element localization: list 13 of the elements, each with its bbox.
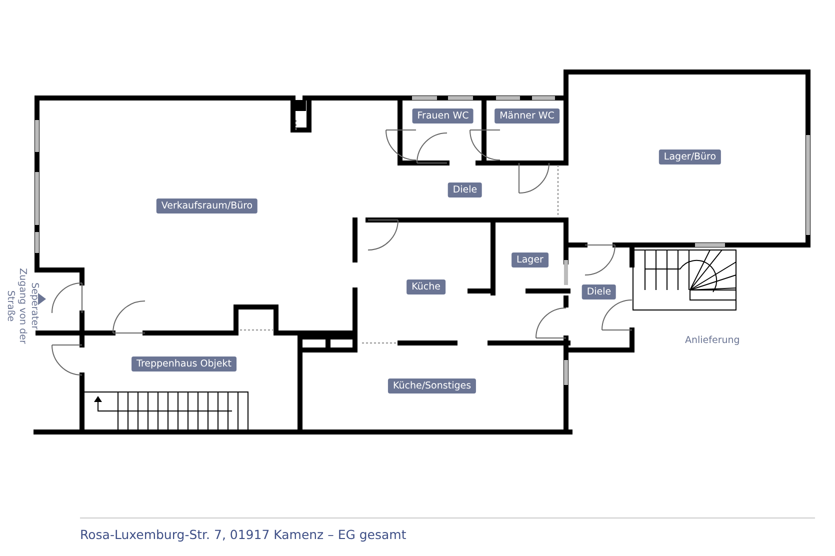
area-label: Anlieferung (685, 335, 740, 346)
room-label: Frauen WC (412, 108, 474, 124)
room-label: Lager (512, 252, 548, 268)
room-label: Diele (582, 284, 616, 300)
room-label: Küche (406, 280, 446, 294)
room-label: Diele (448, 182, 482, 198)
room-label: Lager/Büro (658, 150, 722, 164)
room-label: Treppenhaus Objekt (132, 356, 236, 372)
room-label: Verkaufsraum/Büro (156, 198, 258, 214)
room-label: Männer WC (494, 108, 560, 124)
caption: Rosa-Luxemburg-Str. 7, 01917 Kamenz – EG gesamt (80, 527, 406, 542)
entrance-note: Seperater Zugang von der Straße (4, 267, 40, 346)
room-label: Küche/Sonstiges (388, 378, 476, 394)
